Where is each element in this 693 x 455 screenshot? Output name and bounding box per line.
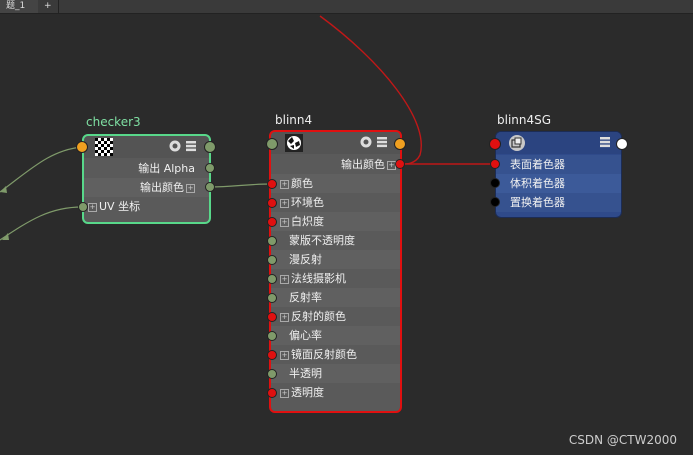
row-label: 透明度 (291, 386, 324, 399)
blinn4-attr-row[interactable]: +透明度 (271, 383, 400, 402)
wire-arrow (2, 233, 9, 240)
blinn4-in-port[interactable] (267, 350, 277, 360)
blinn4-attr-row[interactable]: +镜面反射颜色 (271, 345, 400, 364)
checker3-uv-coord-row[interactable]: +UV 坐标 (84, 197, 209, 216)
checker3-input-port[interactable] (76, 141, 88, 153)
blinn4-in-port[interactable] (267, 179, 277, 189)
blinn4sg-displacement-shader-row[interactable]: 置换着色器 (496, 193, 621, 212)
editor-tab-bar: 题_1 + (0, 0, 693, 14)
blinn4sg-node[interactable]: 表面着色器 体积着色器 置换着色器 (495, 131, 622, 218)
row-label: 漫反射 (289, 253, 322, 266)
blinn4-in-port[interactable] (267, 331, 277, 341)
checker3-out-alpha-row[interactable]: 输出 Alpha (84, 159, 209, 178)
expand-icon[interactable]: + (280, 198, 289, 208)
blinn4sg-volume-shader-row[interactable]: 体积着色器 (496, 174, 621, 193)
blinn4-in-port[interactable] (267, 217, 277, 227)
blinn4-attr-row[interactable]: +反射的颜色 (271, 307, 400, 326)
blinn4-attr-row[interactable]: +白炽度 (271, 212, 400, 231)
row-label: UV 坐标 (99, 200, 141, 213)
blinn4-in-port[interactable] (267, 293, 277, 303)
blinn4-out-color-port[interactable] (395, 159, 405, 169)
blinn4sg-volume-port[interactable] (490, 178, 500, 188)
blinn4-input-port[interactable] (266, 138, 278, 150)
row-label: 蒙版不透明度 (289, 234, 355, 247)
blinn4sg-output-port[interactable] (616, 138, 628, 150)
wire-left-to-checker-uv (0, 206, 83, 241)
blinn4-in-port[interactable] (267, 255, 277, 265)
checker3-node[interactable]: 输出 Alpha 输出颜色+ +UV 坐标 (82, 134, 211, 224)
row-label: 颜色 (291, 177, 313, 190)
blinn4-in-port[interactable] (267, 236, 277, 246)
attribute-list-icon[interactable] (376, 136, 388, 148)
row-label: 白炽度 (291, 215, 324, 228)
blinn4-node[interactable]: 输出颜色+ +颜色 +环境色 +白炽度 蒙版不透明度 漫反射 +法线摄影机 反射… (269, 130, 402, 413)
blinn4-in-port[interactable] (267, 312, 277, 322)
blinn4-attr-row[interactable]: 漫反射 (271, 250, 400, 269)
blinn4sg-node-header (496, 132, 621, 154)
blinn4-attr-row[interactable]: 偏心率 (271, 326, 400, 345)
attribute-list-icon[interactable] (185, 140, 197, 152)
shading-group-icon (509, 135, 525, 151)
blinn4-attr-row[interactable]: 半透明 (271, 364, 400, 383)
row-label: 法线摄影机 (291, 272, 346, 285)
blinn4sg-surface-shader-row[interactable]: 表面着色器 (496, 155, 621, 174)
expand-icon[interactable]: + (280, 217, 289, 227)
checker3-uv-port[interactable] (78, 202, 88, 212)
expand-icon[interactable]: + (280, 179, 289, 189)
expand-icon[interactable]: + (280, 312, 289, 322)
blinn4-in-port[interactable] (267, 388, 277, 398)
blinn-material-sphere-icon (285, 134, 303, 152)
swatch-display-icon[interactable] (169, 140, 181, 152)
blinn4-out-color-row[interactable]: 输出颜色+ (271, 155, 400, 174)
row-label: 反射率 (289, 291, 322, 304)
wire-arrow (0, 186, 7, 193)
row-label: 输出颜色 (341, 158, 385, 171)
blinn4sg-input-port[interactable] (489, 138, 501, 150)
blinn4sg-displacement-port[interactable] (490, 197, 500, 207)
row-label: 置换着色器 (510, 196, 565, 209)
row-label: 偏心率 (289, 329, 322, 342)
checker3-out-color-row[interactable]: 输出颜色+ (84, 178, 209, 197)
row-label: 环境色 (291, 196, 324, 209)
expand-icon[interactable]: + (88, 202, 97, 212)
checker3-out-alpha-port[interactable] (205, 163, 215, 173)
row-label: 半透明 (289, 367, 322, 380)
expand-icon[interactable]: + (280, 388, 289, 398)
wire-checker-to-blinn (208, 183, 273, 188)
blinn4-node-title: blinn4 (275, 113, 313, 127)
blinn4-output-port[interactable] (394, 138, 406, 150)
checker3-out-color-port[interactable] (205, 182, 215, 192)
blinn4sg-surface-port[interactable] (490, 159, 500, 169)
blinn4-attr-row[interactable]: 反射率 (271, 288, 400, 307)
blinn4-attr-row[interactable]: +环境色 (271, 193, 400, 212)
checker3-node-title: checker3 (86, 115, 141, 129)
blinn4-in-port[interactable] (267, 198, 277, 208)
checker3-output-port[interactable] (204, 141, 216, 153)
add-tab-button[interactable]: + (38, 0, 59, 13)
row-label: 体积着色器 (510, 177, 565, 190)
blinn4-attr-row[interactable]: 蒙版不透明度 (271, 231, 400, 250)
wire-left-to-checker-in (0, 146, 83, 193)
blinn4-in-port[interactable] (267, 274, 277, 284)
blinn4sg-node-title: blinn4SG (497, 113, 552, 127)
wire-red-loop (319, 15, 422, 165)
row-label: 镜面反射颜色 (291, 348, 357, 361)
swatch-display-icon[interactable] (360, 136, 372, 148)
row-label: 表面着色器 (510, 158, 565, 171)
blinn4-attr-row[interactable]: +颜色 (271, 174, 400, 193)
blinn4-attr-row[interactable]: +法线摄影机 (271, 269, 400, 288)
expand-icon[interactable]: + (280, 350, 289, 360)
attribute-list-icon[interactable] (599, 136, 611, 148)
row-label: 输出 Alpha (138, 162, 195, 175)
expand-icon[interactable]: + (280, 274, 289, 284)
row-label: 反射的颜色 (291, 310, 346, 323)
expand-icon[interactable]: + (186, 183, 195, 193)
checker-texture-icon (95, 138, 113, 156)
blinn4-in-port[interactable] (267, 369, 277, 379)
watermark: CSDN @CTW2000 (568, 433, 677, 447)
row-label: 输出颜色 (140, 181, 184, 194)
